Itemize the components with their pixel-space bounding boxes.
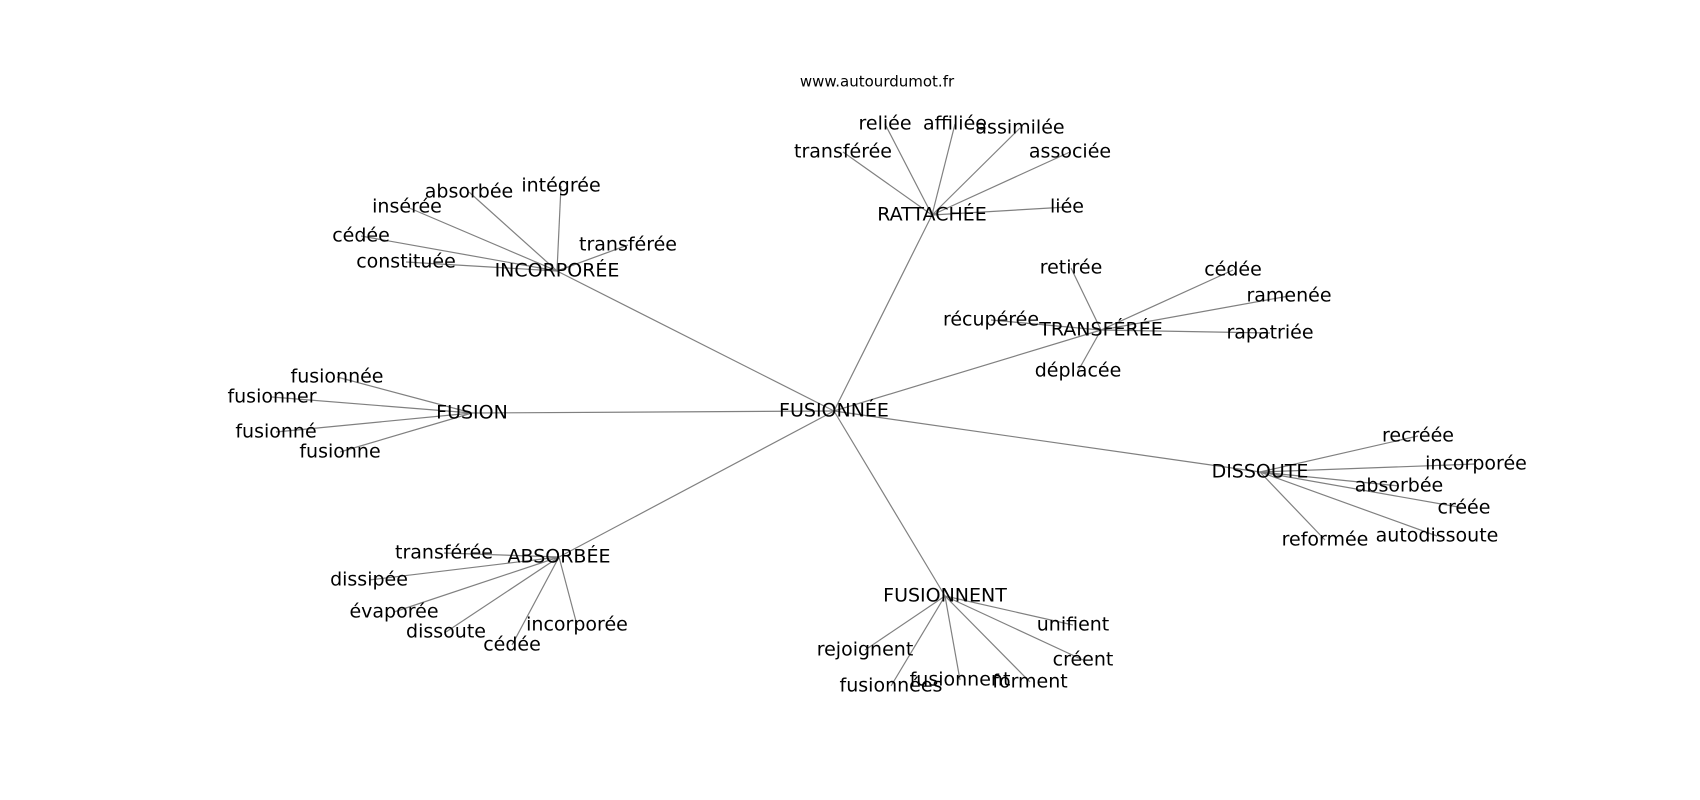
leaf-node-label: assimilée (975, 117, 1064, 139)
edge-center-to-hub (558, 410, 835, 558)
center-node-label: FUSIONNÉE (779, 399, 889, 422)
edge-hub-to-leaf (1100, 269, 1234, 331)
edge-hub-to-leaf (1100, 329, 1271, 334)
leaf-node-label: cédée (1204, 259, 1262, 281)
edge-hub-to-leaf (368, 556, 560, 581)
hub-node-label: INCORPORÉE (495, 259, 620, 282)
edge-hub-to-leaf (1077, 329, 1102, 372)
edge-hub-to-leaf (1259, 471, 1465, 509)
edge-hub-to-leaf (1259, 471, 1438, 537)
edge-center-to-hub (833, 214, 933, 412)
leaf-node-label: évaporée (349, 601, 438, 623)
leaf-node-label: reliée (858, 113, 911, 135)
leaf-node-label: récupérée (943, 309, 1039, 331)
leaf-node-label: incorporée (526, 614, 628, 636)
edge-hub-to-leaf (990, 319, 1102, 331)
leaf-node-label: fusionnent (910, 669, 1011, 691)
edge-center-to-hub (833, 410, 1261, 473)
edge-center-to-hub (833, 410, 946, 597)
edge-hub-to-leaf (1100, 295, 1290, 331)
edge-hub-to-leaf (1259, 471, 1326, 541)
edge-hub-to-leaf (931, 127, 1021, 216)
leaf-node-label: affiliée (923, 113, 987, 135)
leaf-node-label: unifient (1037, 614, 1110, 636)
edge-hub-to-leaf (931, 123, 956, 216)
leaf-node-label: constituée (356, 251, 456, 273)
edge-hub-to-leaf (931, 151, 1071, 216)
leaf-node-label: fusionne (299, 441, 380, 463)
edge-hub-to-leaf (944, 595, 1084, 661)
leaf-node-label: dissoute (406, 621, 486, 643)
edge-hub-to-leaf (360, 235, 558, 272)
edge-hub-to-leaf (393, 556, 560, 613)
edge-hub-to-leaf (556, 244, 629, 272)
hub-node-label: FUSIONNENT (883, 585, 1007, 607)
edge-hub-to-leaf (271, 396, 473, 414)
hub-node-label: ABSORBÉE (508, 545, 611, 568)
leaf-node-label: liée (1050, 196, 1084, 218)
leaf-node-label: autodissoute (1376, 525, 1499, 547)
leaf-node-label: recréée (1382, 425, 1454, 447)
edge-hub-to-leaf (944, 595, 1074, 626)
leaf-node-label: ramenée (1246, 285, 1331, 307)
leaf-node-label: fusionnées (840, 675, 943, 697)
edge-hub-to-leaf (339, 412, 473, 453)
leaf-node-label: transférée (395, 542, 493, 564)
edge-hub-to-leaf (890, 595, 946, 687)
edge-hub-to-leaf (336, 376, 473, 414)
edge-hub-to-leaf (468, 191, 558, 272)
leaf-node-label: transférée (579, 234, 677, 256)
edge-hub-to-leaf (864, 595, 946, 651)
edge-hub-to-leaf (1259, 463, 1477, 473)
leaf-node-label: transférée (794, 141, 892, 163)
leaf-node-label: rejoignent (817, 639, 914, 661)
edge-hub-to-leaf (884, 123, 933, 216)
edge-hub-to-leaf (931, 206, 1068, 216)
edge-hub-to-leaf (842, 151, 933, 216)
leaf-node-label: absorbée (1355, 475, 1443, 497)
edge-hub-to-leaf (556, 185, 562, 272)
source-label: www.autourdumot.fr (800, 73, 955, 91)
leaf-node-label: déplacée (1035, 360, 1122, 382)
leaf-node-label: forment (992, 671, 1067, 693)
edge-hub-to-leaf (445, 556, 560, 633)
edge-hub-to-leaf (275, 412, 473, 433)
leaf-node-label: reformée (1282, 529, 1369, 551)
edge-hub-to-leaf (405, 261, 558, 272)
edge-hub-to-leaf (558, 556, 578, 626)
leaf-node-label: cédée (332, 225, 390, 247)
leaf-node-label: cédée (483, 634, 541, 656)
edge-hub-to-leaf (1259, 471, 1400, 487)
leaf-node-label: rapatriée (1226, 322, 1313, 344)
edge-center-to-hub (556, 270, 835, 412)
leaf-node-label: retirée (1040, 257, 1103, 279)
leaf-node-label: incorporée (1425, 453, 1527, 475)
edge-hub-to-leaf (443, 552, 560, 558)
leaf-node-label: dissipée (330, 569, 408, 591)
edge-center-to-hub (833, 329, 1102, 412)
leaf-node-label: fusionner (227, 386, 316, 408)
hub-node-label: FUSION (436, 402, 508, 424)
leaf-node-label: fusionné (235, 421, 316, 443)
leaf-node-label: créent (1053, 649, 1114, 671)
leaf-node-label: associée (1029, 141, 1111, 163)
edge-hub-to-leaf (1259, 435, 1419, 473)
hub-node-label: TRANSFÉRÉE (1038, 318, 1162, 341)
edge-center-to-hub (471, 410, 835, 414)
leaf-node-label: fusionnée (291, 366, 384, 388)
hub-node-label: RATTACHÉE (877, 203, 987, 226)
edge-hub-to-leaf (511, 556, 560, 646)
leaf-node-label: absorbée (425, 181, 513, 203)
leaf-node-label: créée (1438, 497, 1491, 519)
leaf-node-label: insérée (372, 196, 442, 218)
graph-labels: www.autourdumot.fr RATTACHÉE reliée affili… (227, 73, 1526, 697)
edge-hub-to-leaf (1070, 267, 1102, 331)
hub-node-label: DISSOUTE (1212, 461, 1309, 483)
leaf-node-label: intégrée (521, 175, 600, 197)
edge-hub-to-leaf (944, 595, 961, 681)
edge-hub-to-leaf (406, 206, 558, 272)
edge-hub-to-leaf (944, 595, 1031, 683)
graph-edges (271, 123, 1477, 687)
